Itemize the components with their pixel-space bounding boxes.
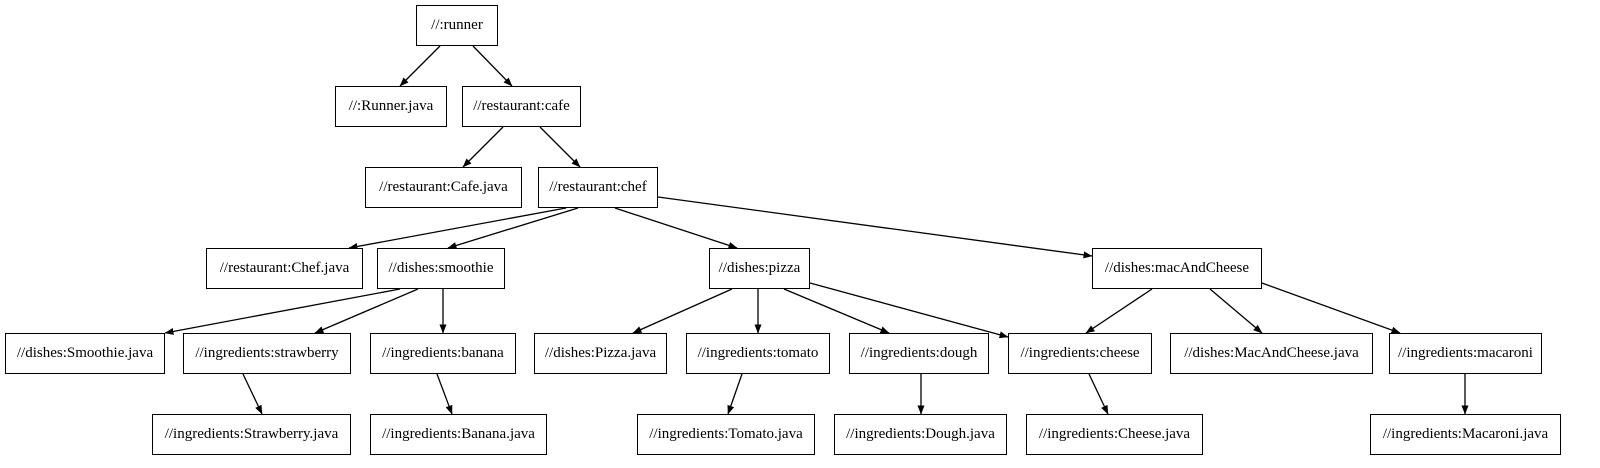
graph-node-label: //dishes:Pizza.java [544,345,657,361]
graph-node-label: //dishes:MacAndCheese.java [1184,345,1359,361]
graph-node-label: //ingredients:strawberry [195,345,339,361]
graph-edge-dishes_macandcheese-to-ing_cheese [1085,288,1153,334]
graph-node-label: //restaurant:Cafe.java [379,179,508,195]
graph-node-ing_banana[interactable]: //ingredients:banana [370,333,516,374]
graph-node-runner[interactable]: //:runner [416,5,498,46]
graph-node-ing_macaroni[interactable]: //ingredients:macaroni [1389,333,1542,374]
graph-node-label: //ingredients:tomato [697,345,819,361]
graph-node-label: //restaurant:Chef.java [219,260,350,276]
graph-edge-dishes_macandcheese-to-macandcheese_java [1209,288,1263,334]
graph-node-dishes_smoothie[interactable]: //dishes:smoothie [377,248,505,289]
graph-edge-dishes_pizza-to-pizza_java [632,288,733,334]
graph-node-label: //ingredients:Tomato.java [649,426,803,442]
graph-node-label: //:runner [431,17,483,33]
graph-node-banana_java[interactable]: //ingredients:Banana.java [370,414,547,455]
graph-node-restaurant_chef[interactable]: //restaurant:chef [538,167,658,208]
graph-node-tomato_java[interactable]: //ingredients:Tomato.java [637,414,815,455]
graph-edge-restaurant_cafe-to-restaurant_chef [539,126,581,168]
graph-edge-restaurant_chef-to-dishes_smoothie [447,207,579,249]
graph-node-ing_dough[interactable]: //ingredients:dough [849,333,989,374]
graph-edge-restaurant_cafe-to-cafe_java [462,126,504,168]
graph-node-label: //ingredients:Macaroni.java [1382,426,1549,442]
graph-node-restaurant_cafe[interactable]: //restaurant:cafe [462,86,581,127]
graph-node-label: //ingredients:dough [860,345,978,361]
graph-node-ing_tomato[interactable]: //ingredients:tomato [686,333,830,374]
graph-edge-dishes_pizza-to-ing_cheese [809,282,1009,339]
graph-node-macaroni_java[interactable]: //ingredients:Macaroni.java [1370,414,1561,455]
graph-edge-dishes_smoothie-to-ing_strawberry [314,288,419,334]
graph-node-label: //ingredients:banana [382,345,504,361]
graph-node-cheese_java[interactable]: //ingredients:Cheese.java [1026,414,1203,455]
graph-node-ing_strawberry[interactable]: //ingredients:strawberry [183,333,351,374]
graph-edge-restaurant_chef-to-dishes_pizza [614,207,738,249]
graph-node-cafe_java[interactable]: //restaurant:Cafe.java [365,167,522,208]
graph-node-label: //ingredients:cheese [1020,345,1140,361]
graph-node-label: //dishes:Smoothie.java [16,345,154,361]
graph-node-dishes_macandcheese[interactable]: //dishes:macAndCheese [1092,248,1262,289]
graph-edge-ing_strawberry-to-strawberry_java [242,373,263,415]
graph-node-label: //dishes:smoothie [388,260,494,276]
graph-node-label: //ingredients:Cheese.java [1038,426,1191,442]
graph-node-smoothie_java[interactable]: //dishes:Smoothie.java [5,333,165,374]
graph-edge-runner-to-restaurant_cafe [472,45,513,87]
graph-node-ing_cheese[interactable]: //ingredients:cheese [1008,333,1152,374]
graph-node-label: //:Runner.java [348,98,434,114]
graph-node-label: //restaurant:chef [549,179,647,195]
graph-node-label: //restaurant:cafe [473,98,570,114]
graph-edge-ing_cheese-to-cheese_java [1088,373,1109,415]
graph-node-label: //dishes:macAndCheese [1104,260,1250,276]
graph-node-runner_java[interactable]: //:Runner.java [335,86,447,127]
graph-edge-dishes_pizza-to-ing_dough [783,288,890,334]
graph-node-strawberry_java[interactable]: //ingredients:Strawberry.java [152,414,351,455]
graph-node-label: //ingredients:Banana.java [382,426,535,442]
graph-node-chef_java[interactable]: //restaurant:Chef.java [206,248,363,289]
graph-edge-dishes_smoothie-to-smoothie_java [164,288,401,335]
graph-node-macandcheese_java[interactable]: //dishes:MacAndCheese.java [1170,333,1373,374]
graph-edge-restaurant_chef-to-chef_java [348,207,567,250]
graph-node-label: //ingredients:macaroni [1398,345,1533,361]
graph-edge-dishes_macandcheese-to-ing_macaroni [1261,282,1401,334]
graph-node-label: //ingredients:Strawberry.java [164,426,339,442]
graph-node-dough_java[interactable]: //ingredients:Dough.java [834,414,1007,455]
graph-node-label: //ingredients:Dough.java [846,426,995,442]
graph-node-label: //dishes:pizza [718,260,801,276]
graph-edge-runner-to-runner_java [399,45,441,87]
graph-node-dishes_pizza[interactable]: //dishes:pizza [709,248,810,289]
graph-node-pizza_java[interactable]: //dishes:Pizza.java [534,333,667,374]
graph-edge-ing_banana-to-banana_java [436,373,453,415]
graph-edge-ing_tomato-to-tomato_java [727,373,743,415]
